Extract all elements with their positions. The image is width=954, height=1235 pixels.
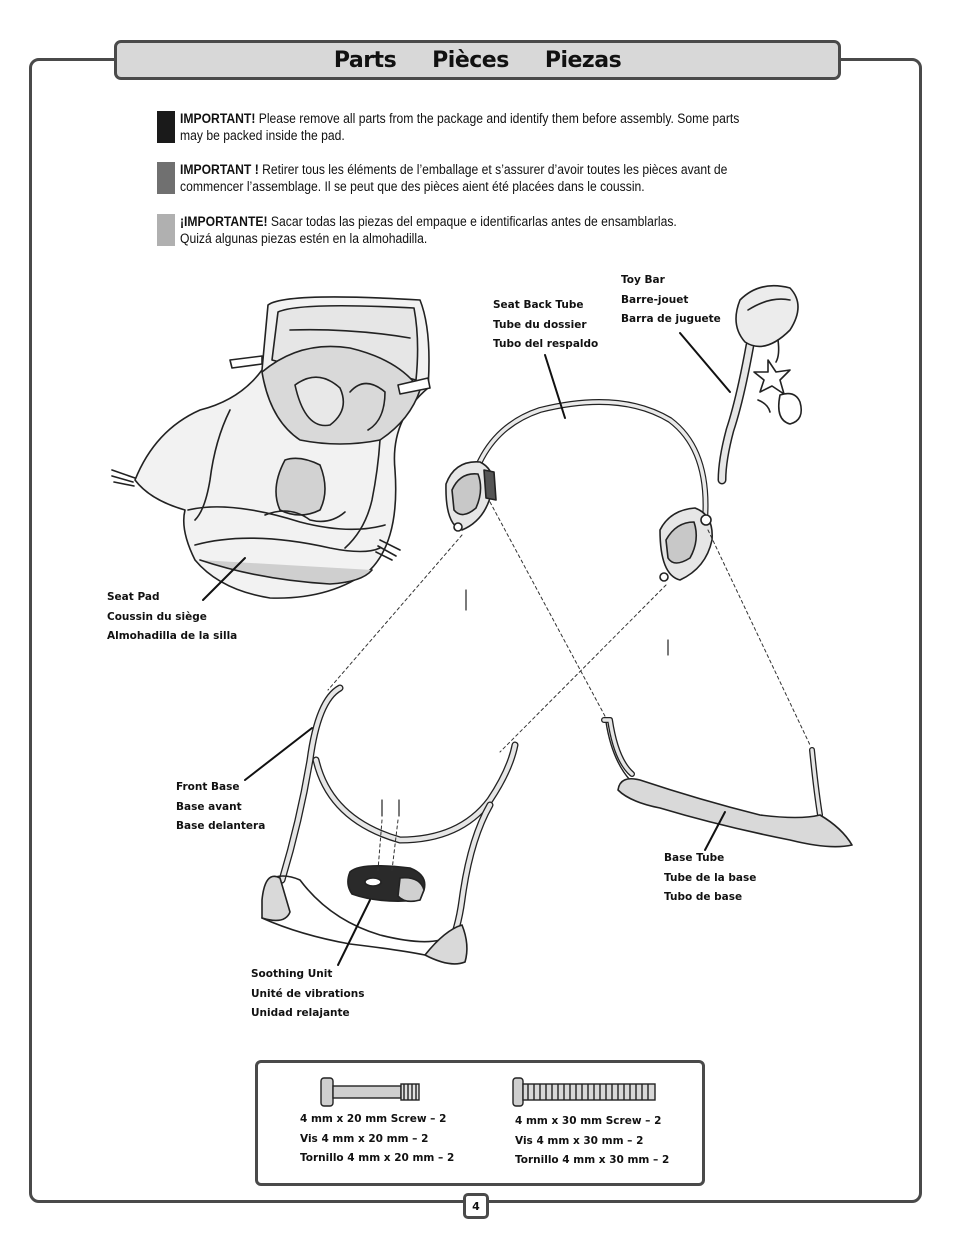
base-tube-drawing (601, 717, 853, 848)
label-line: Tubo de base (664, 891, 743, 903)
label-line: Base delantera (176, 820, 266, 832)
notice-line: commencer l’assemblage. Il se peut que d… (180, 179, 645, 194)
label-seat-back-tube: Seat Back Tube Tube du dossier Tubo del … (493, 296, 598, 355)
notice-text: IMPORTANT! Please remove all parts from … (180, 110, 753, 144)
notice-line: may be packed inside the pad. (180, 128, 345, 143)
notice-text: IMPORTANT ! Retirer tous les éléments de… (180, 161, 753, 195)
label-toy-bar: Toy Bar Barre-jouet Barra de juguete (621, 271, 721, 330)
seat-pad-drawing (111, 296, 431, 599)
notice-heading: IMPORTANT ! (180, 162, 259, 177)
notice-swatch-light (157, 214, 175, 246)
label-screw-20mm: 4 mm x 20 mm Screw – 2 Vis 4 mm x 20 mm … (300, 1110, 454, 1169)
notice-english: IMPORTANT! Please remove all parts from … (157, 110, 817, 144)
notice-swatch-medium (157, 162, 175, 194)
label-line: Tube de la base (664, 871, 757, 884)
notice-heading: ¡IMPORTANTE! (180, 214, 268, 229)
page-title: Parts Pièces Piezas (114, 40, 841, 80)
label-line: Toy Bar (621, 274, 665, 286)
notice-text: ¡IMPORTANTE! Sacar todas las piezas del … (180, 213, 753, 247)
label-line: Soothing Unit (251, 968, 333, 980)
notice-heading: IMPORTANT! (180, 111, 256, 126)
label-seat-pad: Seat Pad Coussin du siège Almohadilla de… (107, 588, 237, 647)
label-line: Tornillo 4 mm x 20 mm – 2 (300, 1152, 455, 1164)
toy-bar-drawing (717, 284, 803, 485)
title-spanish: Piezas (544, 47, 622, 73)
label-line: Unidad relajante (251, 1007, 350, 1019)
label-line: 4 mm x 30 mm Screw – 2 (515, 1115, 662, 1127)
notice-swatch-dark (157, 111, 175, 143)
label-line: Front Base (176, 781, 240, 793)
notice-line: Sacar todas las piezas del empaque e ide… (267, 214, 677, 229)
label-line: Tubo del respaldo (493, 338, 599, 350)
label-line: Barra de juguete (621, 313, 721, 325)
label-base-tube: Base Tube Tube de la base Tubo de base (664, 849, 756, 908)
soothing-unit-drawing (347, 864, 426, 903)
label-soothing-unit: Soothing Unit Unité de vibrations Unidad… (251, 965, 364, 1024)
label-line: Tube du dossier (493, 318, 587, 331)
label-line: Base Tube (664, 852, 725, 864)
screw-20mm-drawing (320, 1077, 420, 1107)
front-base-drawing (261, 684, 519, 965)
label-screw-30mm: 4 mm x 30 mm Screw – 2 Vis 4 mm x 30 mm … (515, 1112, 669, 1171)
hardware-drawings (320, 1077, 656, 1107)
label-line: Vis 4 mm x 30 mm – 2 (515, 1134, 644, 1147)
label-line: Seat Back Tube (493, 299, 584, 311)
notice-french: IMPORTANT ! Retirer tous les éléments de… (157, 161, 817, 195)
label-line: Base avant (176, 800, 242, 813)
label-line: Almohadilla de la silla (107, 630, 238, 642)
seat-back-tube-drawing (445, 399, 713, 582)
label-line: Vis 4 mm x 20 mm – 2 (300, 1132, 429, 1145)
label-front-base: Front Base Base avant Base delantera (176, 778, 265, 837)
title-french: Pièces (432, 47, 509, 73)
screw-30mm-drawing (512, 1077, 656, 1107)
label-line: 4 mm x 20 mm Screw – 2 (300, 1113, 447, 1125)
label-line: Barre-jouet (621, 293, 689, 306)
label-line: Seat Pad (107, 591, 160, 603)
notice-line: Retirer tous les éléments de l’emballage… (258, 162, 728, 177)
notice-line: Please remove all parts from the package… (255, 111, 740, 126)
notice-line: Quizá algunas piezas estén en la almohad… (180, 231, 428, 246)
label-line: Tornillo 4 mm x 30 mm – 2 (515, 1154, 670, 1166)
label-line: Coussin du siège (107, 610, 207, 623)
page-number: 4 (463, 1193, 489, 1219)
title-english: Parts (333, 47, 397, 73)
label-line: Unité de vibrations (251, 987, 365, 1000)
notice-spanish: ¡IMPORTANTE! Sacar todas las piezas del … (157, 213, 817, 247)
hardware-box (255, 1060, 705, 1186)
